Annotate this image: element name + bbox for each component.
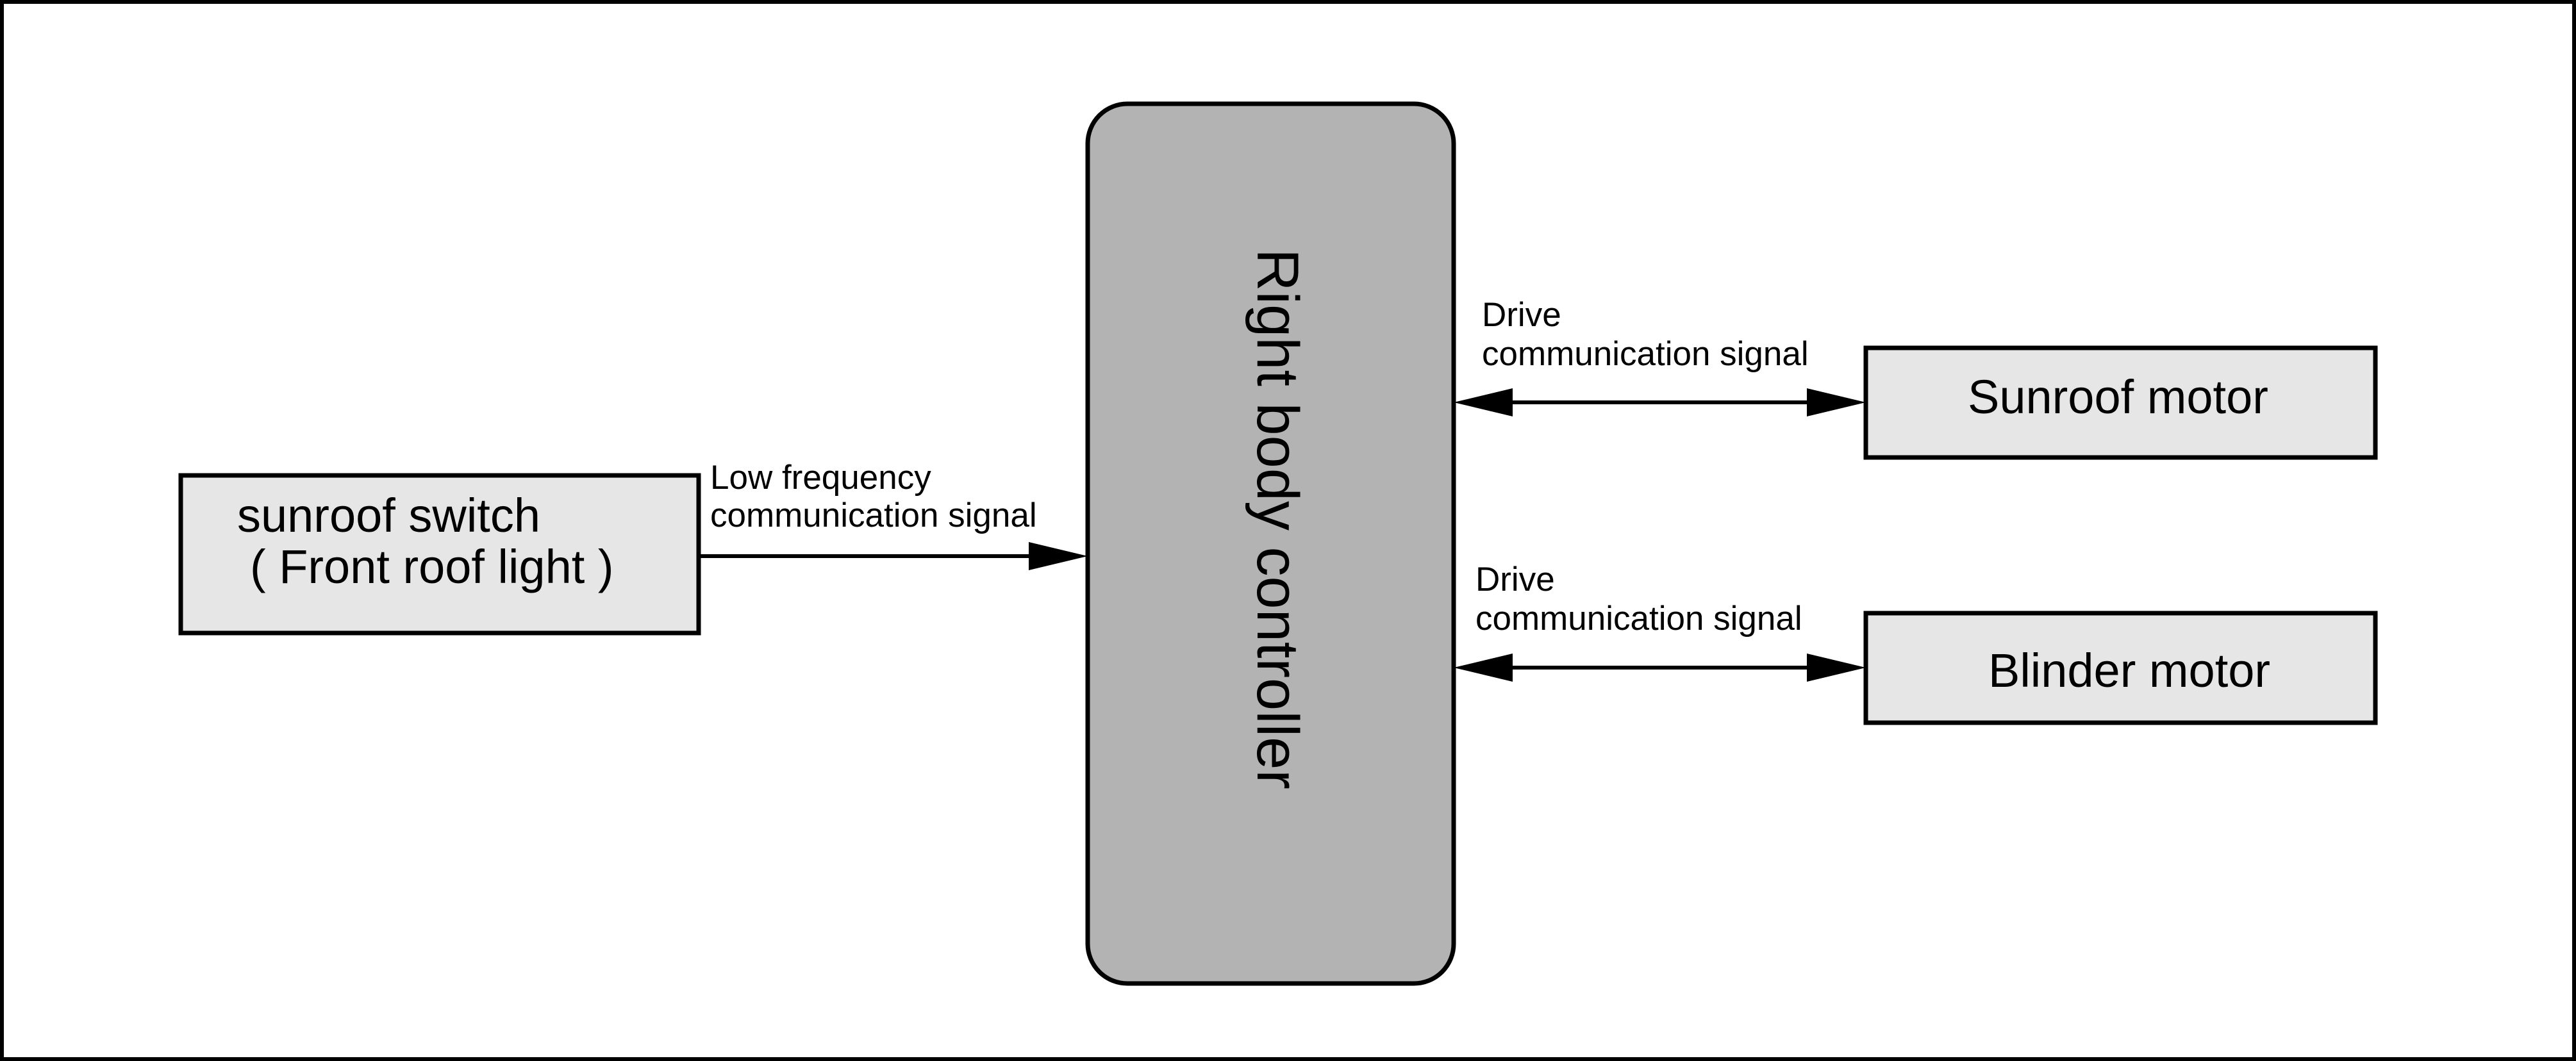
- sunroof-switch-label: sunroof switch: [237, 489, 540, 542]
- right-body-controller-block: Right body controller: [1085, 101, 1456, 986]
- low-frequency-label: Low frequency: [710, 459, 931, 497]
- arrowhead-into-blinder-motor: [1807, 654, 1866, 682]
- sunroof-switch-box: [178, 473, 701, 636]
- blinder-motor-block: Blinder motor: [1863, 611, 2378, 725]
- blinder-motor-box: [1863, 611, 2378, 725]
- controller-sunroof-motor-connector: Drive communication signal: [1454, 296, 1866, 416]
- drive-comm-signal-label-bottom: communication signal: [1475, 600, 1802, 637]
- sunroof-motor-label: Sunroof motor: [1968, 370, 2268, 424]
- controller-blinder-motor-connector: Drive communication signal: [1454, 561, 1866, 682]
- switch-to-controller-connector: Low frequency communication signal: [699, 459, 1088, 570]
- drive-label-top: Drive: [1482, 296, 1561, 334]
- sunroof-motor-box: [1863, 345, 2378, 460]
- arrowhead-into-controller-bottom: [1454, 654, 1513, 682]
- blinder-motor-label: Blinder motor: [1988, 644, 2270, 697]
- drive-label-bottom: Drive: [1475, 561, 1555, 598]
- arrowhead-into-controller: [1029, 542, 1088, 570]
- right-body-controller-box: [1085, 101, 1456, 986]
- front-roof-light-label: ( Front roof light ): [250, 540, 614, 593]
- sunroof-motor-block: Sunroof motor: [1863, 345, 2378, 460]
- arrowhead-into-controller-top: [1454, 388, 1513, 416]
- right-body-controller-label: Right body controller: [1245, 249, 1310, 789]
- drive-comm-signal-label-top: communication signal: [1482, 335, 1809, 373]
- low-frequency-comm-signal-label: communication signal: [710, 497, 1037, 534]
- arrowhead-into-sunroof-motor: [1807, 388, 1866, 416]
- sunroof-switch-block: sunroof switch ( Front roof light ): [178, 473, 701, 636]
